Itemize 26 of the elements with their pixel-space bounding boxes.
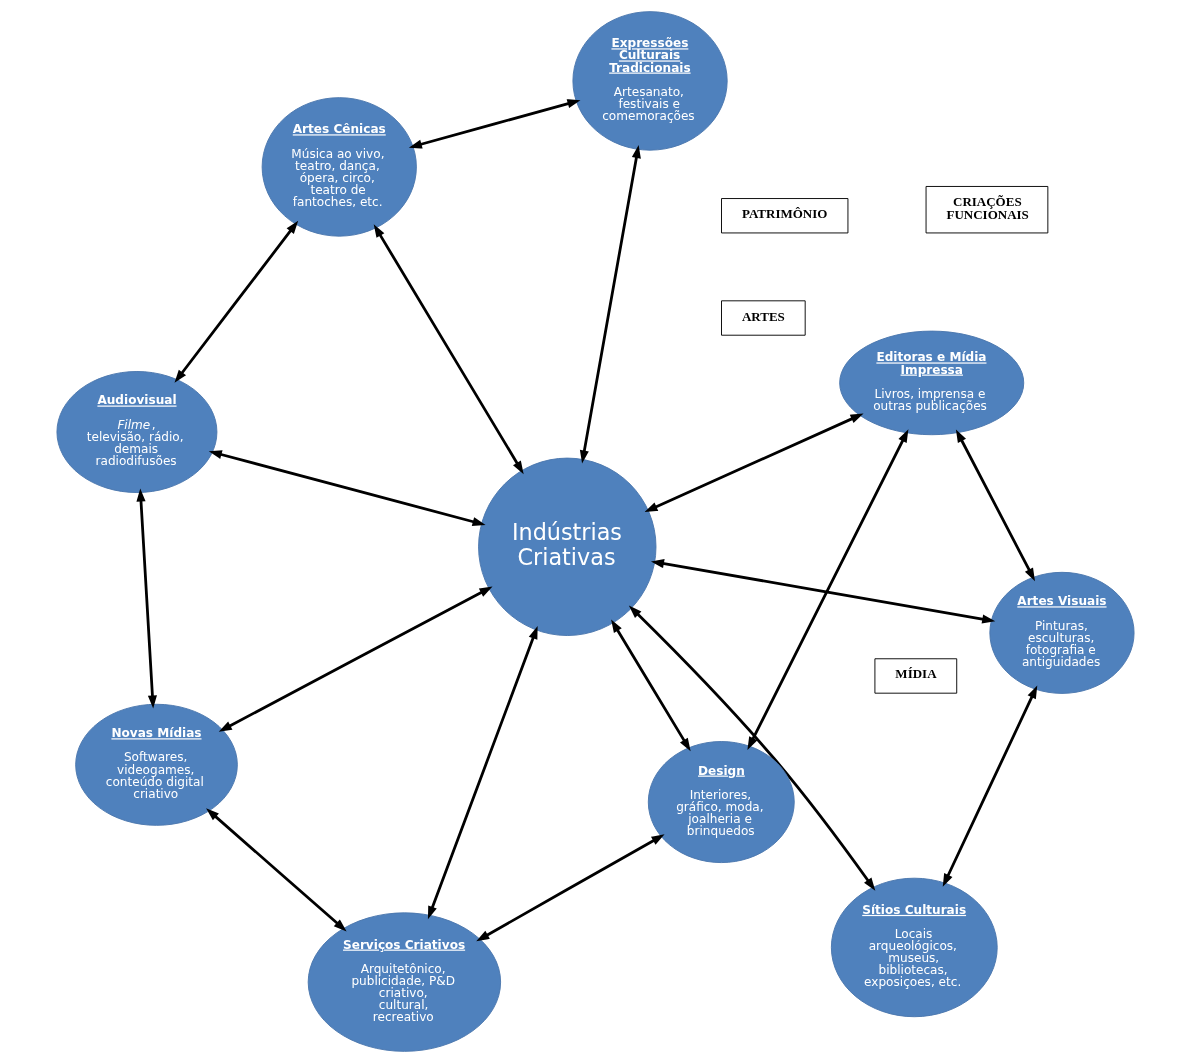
arrow (628, 605, 876, 891)
arrow (373, 224, 524, 475)
arrow (651, 559, 996, 624)
arrow (611, 619, 691, 752)
arrow (206, 808, 347, 932)
node-ellipse: Editoras e Mídia Impressa Livros, imprensa e outras publicações (839, 330, 1025, 436)
node-ellipse: Artes Visuais Pinturas, esculturas, fotografia e antiguidades (989, 571, 1135, 694)
arrow (955, 429, 1035, 582)
arrow (208, 450, 486, 527)
node-ellipse: Expressões Culturais Tradicionais Artesanato, festivais e comemorações (572, 11, 728, 151)
arrow (476, 834, 665, 942)
node-box: CRIAÇÕES FUNCIONAIS (925, 186, 1049, 234)
arrow (136, 488, 157, 709)
arrow (747, 429, 909, 750)
arrow (174, 220, 299, 383)
node-ellipse: Novas Mídias Softwares, videogames, conteúdo digital criativo (75, 703, 238, 826)
node-box: MÍDIA (874, 658, 958, 694)
arrow (408, 99, 581, 149)
arrow (579, 144, 641, 464)
node-box: PATRIMÔNIO (721, 198, 849, 234)
arrow (942, 685, 1038, 887)
arrow (644, 413, 864, 513)
arrow (427, 626, 538, 920)
node-ellipse: Serviços Criativos Arquitetônico, publicidade, P&D criativo, cultural, recreativo (307, 912, 502, 1052)
arrow (218, 586, 493, 732)
node-box: ARTES (721, 300, 806, 336)
